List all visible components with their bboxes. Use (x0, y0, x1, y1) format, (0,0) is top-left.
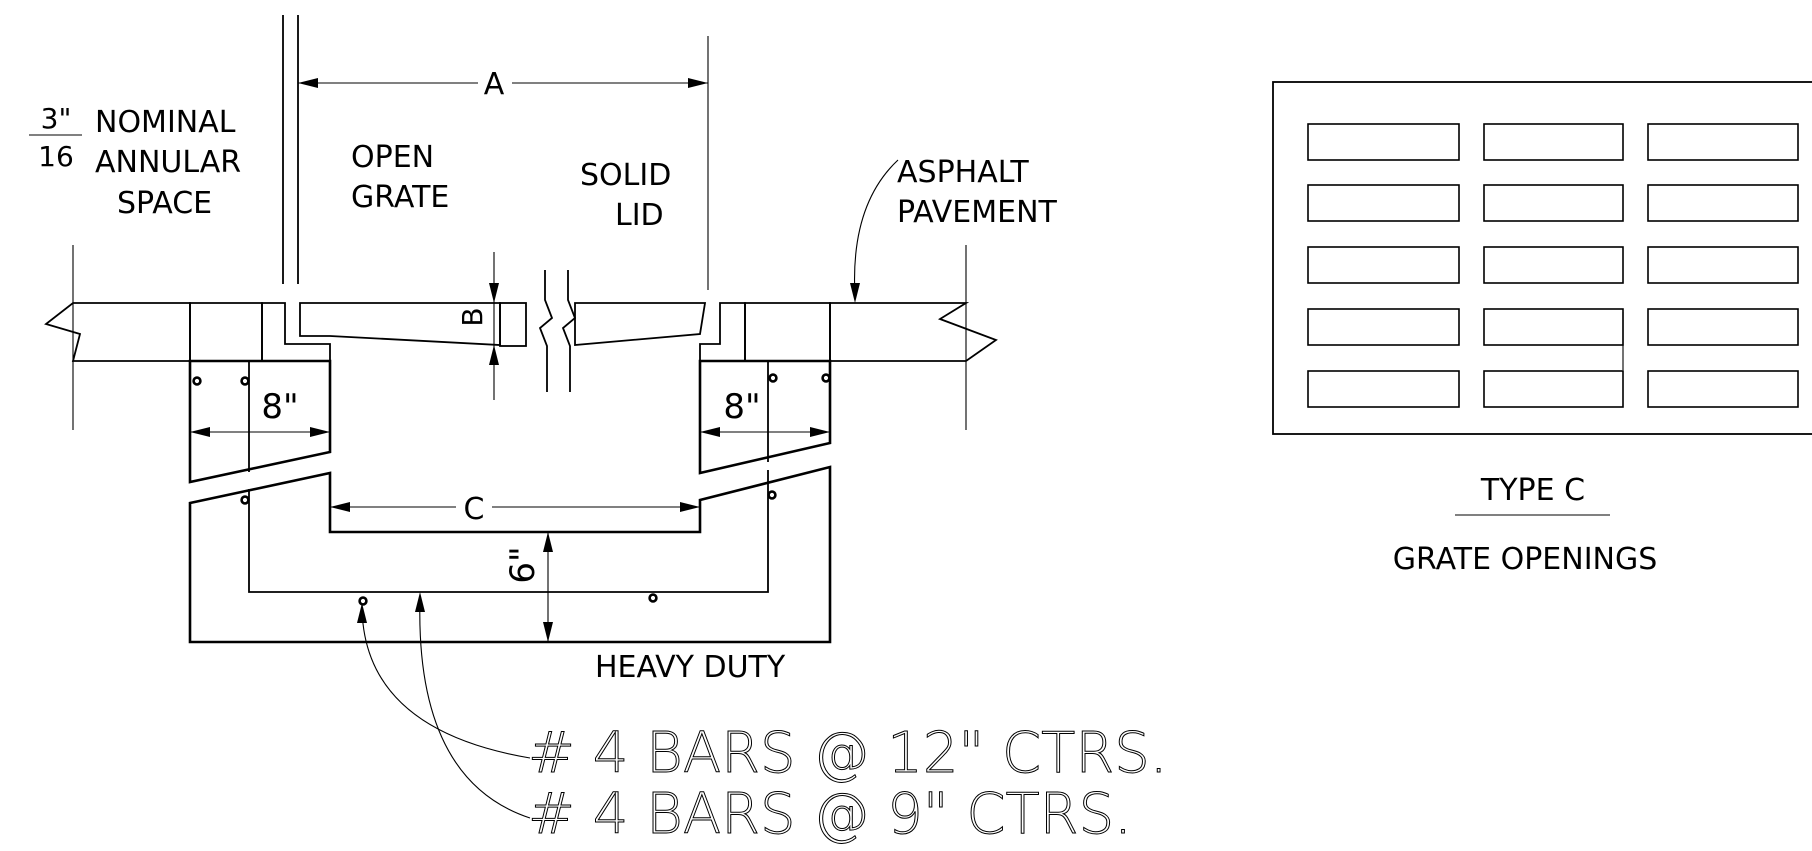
grate-slot (1307, 246, 1460, 284)
solid-lid (574, 302, 707, 346)
grate-slot (1483, 308, 1624, 346)
solid-lid-line1: SOLID (580, 158, 671, 193)
section-view: 3" 16 NOMINAL ANNULAR SPACE A OPEN GRATE… (29, 15, 1168, 848)
grate-slot (1483, 370, 1624, 408)
grate-slot (1647, 123, 1799, 161)
dimension-6-label: 6" (503, 546, 543, 583)
grate-slot (1483, 123, 1624, 161)
frame-left-lower (188, 359, 332, 484)
frame-right-upper (744, 302, 831, 362)
open-grate-line2: GRATE (351, 180, 449, 215)
asphalt-left (44, 302, 191, 362)
frame-left-upper (189, 302, 263, 362)
grate-slot (1307, 184, 1460, 222)
grate-slot (1647, 184, 1799, 222)
annular-label-line1: NOMINAL (95, 105, 236, 140)
frame-right-lower (698, 359, 832, 475)
asphalt-line1: ASPHALT (897, 155, 1029, 190)
dimension-c-label: C (464, 492, 485, 527)
annular-label-line2: ANNULAR (95, 145, 241, 180)
seat-left (261, 302, 331, 362)
grate-slot (1307, 123, 1460, 161)
asphalt-right (829, 302, 998, 362)
grate-end-hatch (499, 302, 527, 347)
base-slab (188, 465, 832, 644)
grate-slot (1647, 246, 1799, 284)
grate-slots (1307, 123, 1799, 408)
open-grate-line1: OPEN (351, 140, 434, 175)
annular-fraction-numerator: 3" (41, 102, 72, 135)
dimension-8-left-label: 8" (261, 387, 298, 427)
solid-lid-line2: LID (615, 198, 664, 233)
annular-label-line3: SPACE (117, 186, 212, 221)
asphalt-line2: PAVEMENT (897, 195, 1058, 230)
grate-slot (1647, 308, 1799, 346)
grate-slot (1483, 246, 1624, 284)
rebar-dots (192, 373, 831, 606)
grate-slot (1307, 370, 1460, 408)
type-c-label: TYPE C (1480, 473, 1585, 508)
annular-fraction-denominator: 16 (38, 140, 74, 173)
bars-12-label: # 4 BARS @ 12" CTRS. (528, 721, 1168, 786)
dimension-a-label: A (484, 67, 505, 102)
open-grate (299, 302, 501, 346)
grate-slot (1307, 308, 1460, 346)
dimension-b-label: B (456, 307, 489, 326)
grate-slot (1647, 370, 1799, 408)
grate-openings-caption: GRATE OPENINGS (1393, 542, 1658, 577)
grate-openings-view: TYPE C GRATE OPENINGS (1272, 81, 1812, 577)
bars-9-label: # 4 BARS @ 9" CTRS. (528, 782, 1132, 847)
grate-slot (1483, 184, 1624, 222)
grate-frame (1272, 81, 1812, 435)
seat-right (699, 302, 746, 362)
dimension-8-right-label: 8" (723, 387, 760, 427)
heavy-duty-label: HEAVY DUTY (595, 650, 786, 685)
